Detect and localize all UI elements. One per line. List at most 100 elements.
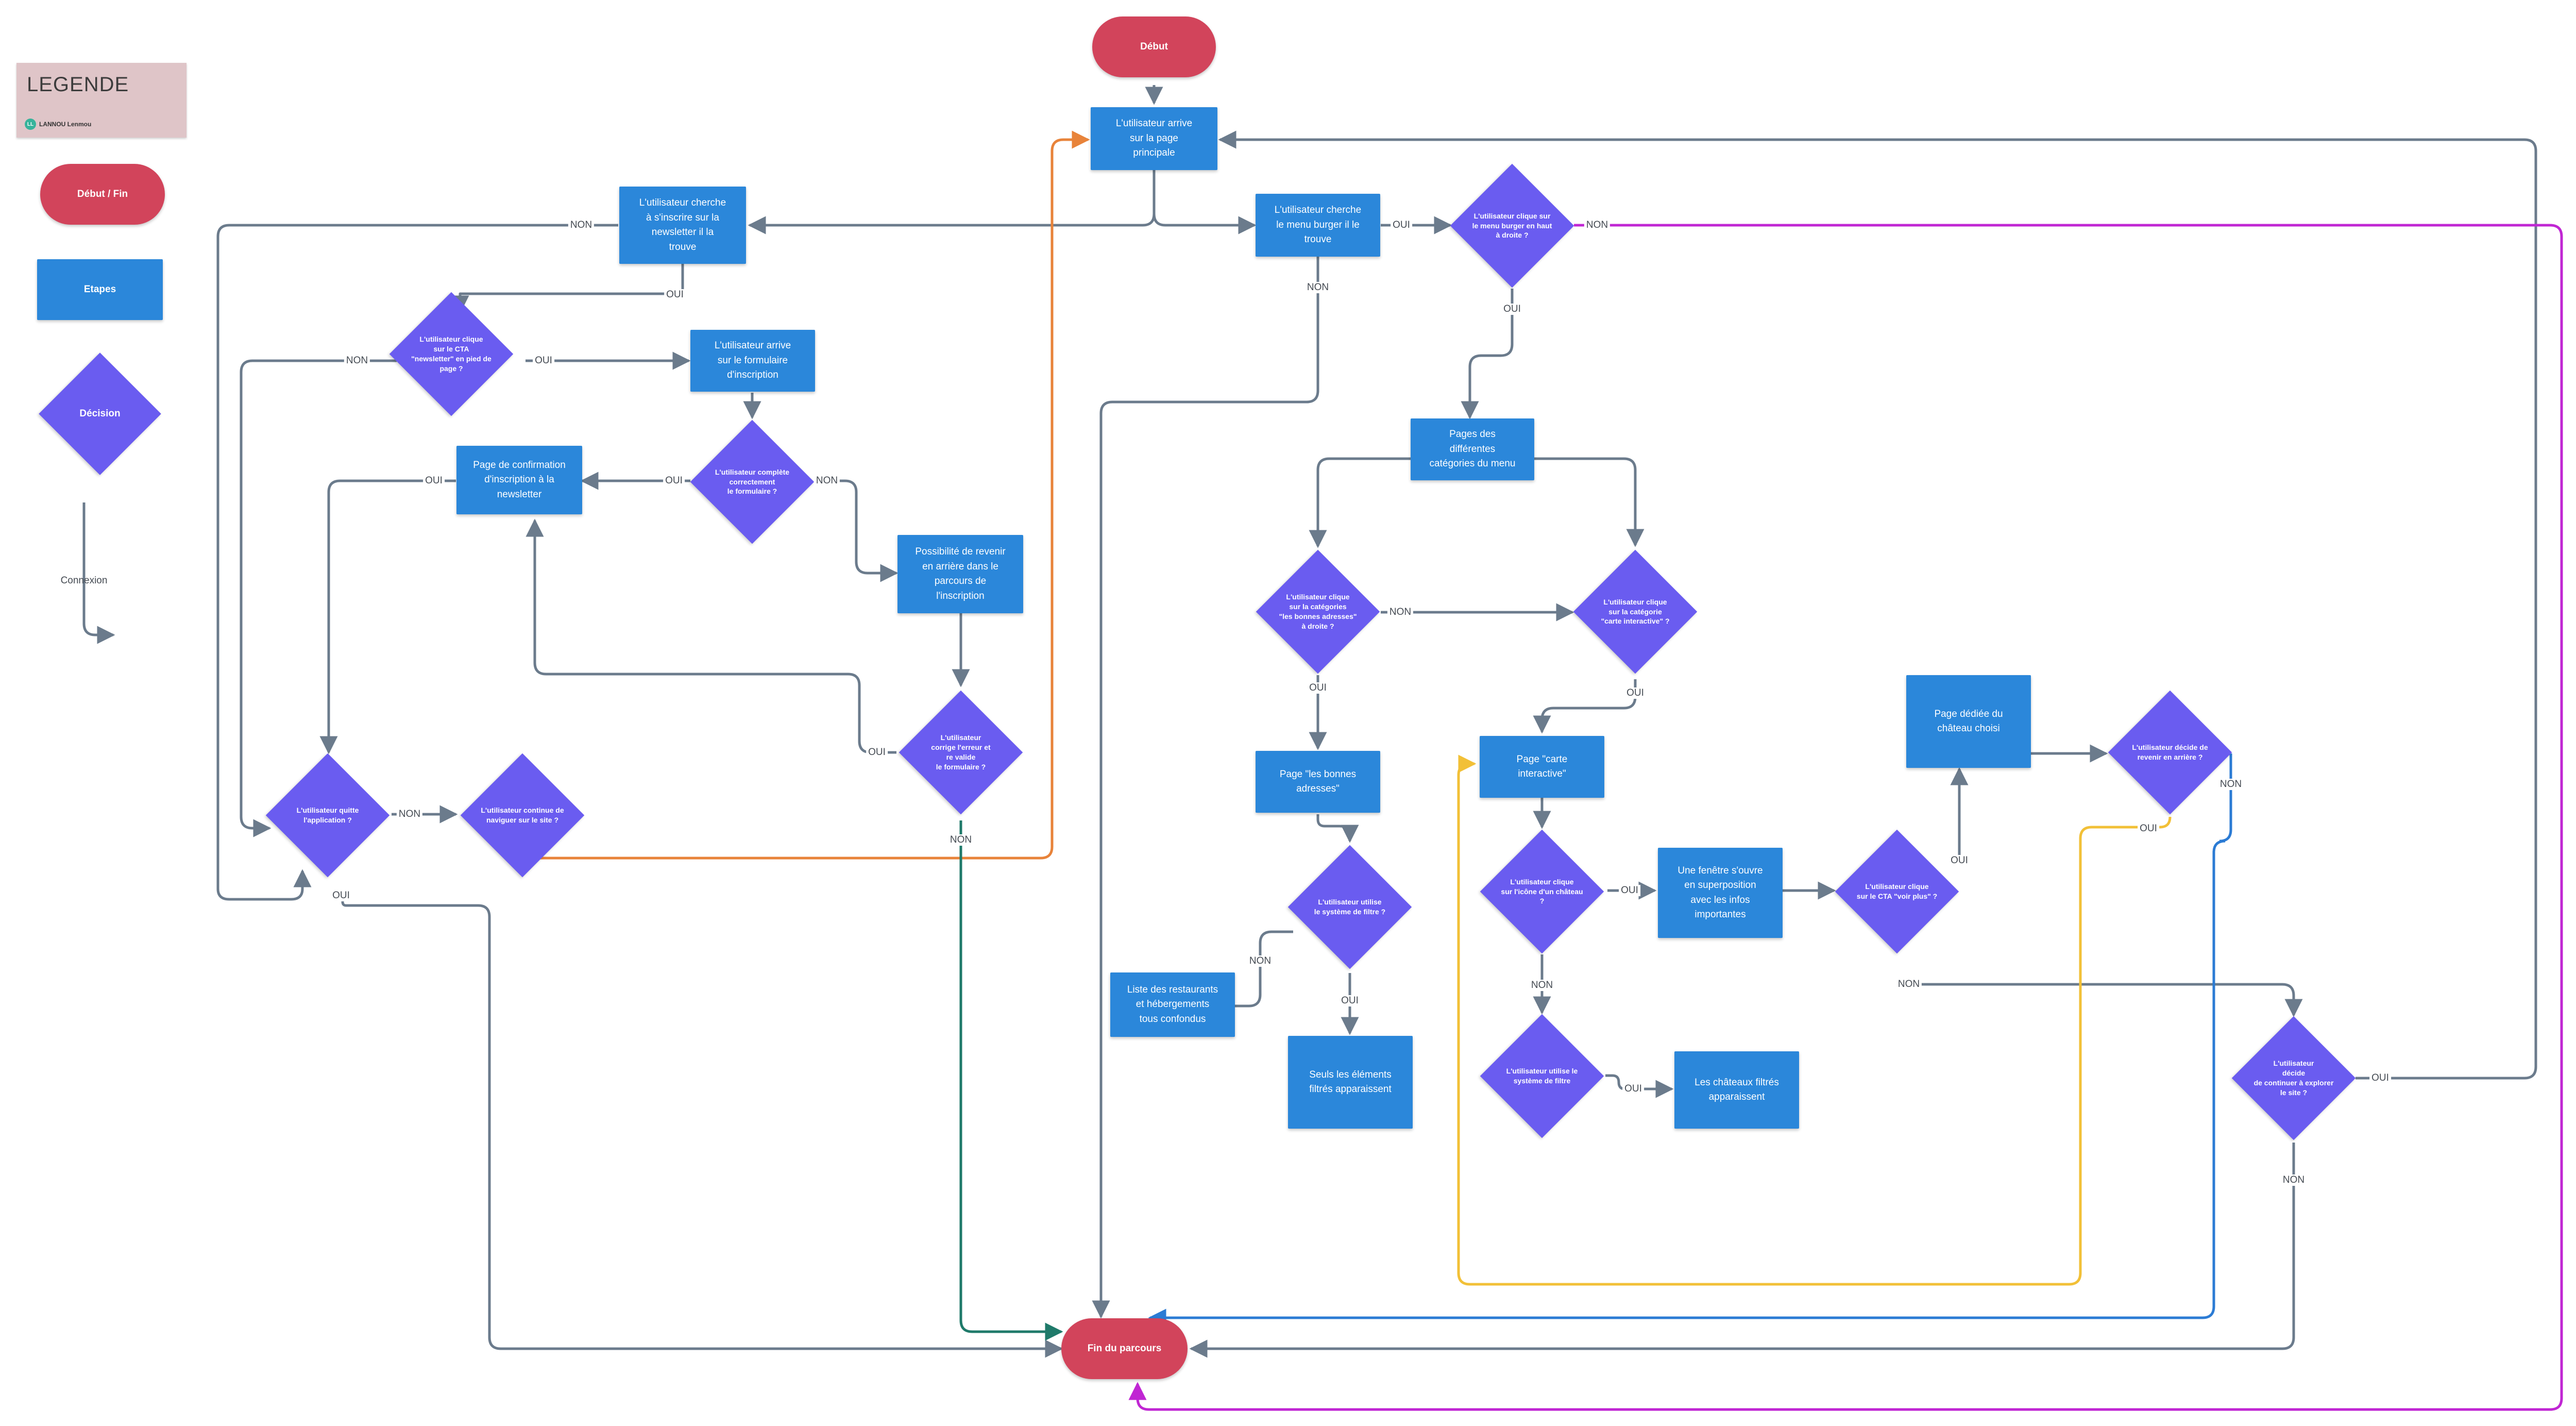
decision-continue-explore[interactable]: L'utilisateur décide de continuer à expl… [2231, 1016, 2356, 1140]
legend-connection-label: Connexion [60, 575, 108, 586]
step-burger-search[interactable]: L'utilisateur cherche le menu burger il … [1256, 194, 1380, 257]
label-goback-oui: OUI [2138, 823, 2159, 834]
decision-cta-newsletter[interactable]: L'utilisateur clique sur le CTA "newslet… [389, 292, 514, 416]
label-filtercarte-oui: OUI [1622, 1083, 1644, 1095]
author-name: LANNOU Lenmou [39, 121, 92, 128]
legend-title: LEGENDE [27, 73, 129, 96]
step-form-arrive[interactable]: L'utilisateur arrive sur le formulaire d… [690, 330, 815, 392]
step-page-bonnes[interactable]: Page "les bonnes adresses" [1256, 751, 1380, 813]
step-popup[interactable]: Une fenêtre s'ouvre en superposition ave… [1658, 848, 1783, 938]
decision-go-back-text: L'utilisateur décide de revenir en arriè… [2132, 743, 2208, 761]
decision-voir-plus-text: L'utilisateur clique sur le CTA "voir pl… [1856, 882, 1938, 900]
decision-go-back[interactable]: L'utilisateur décide de revenir en arriè… [2108, 690, 2232, 815]
label-newsletter-oui: OUI [664, 289, 686, 300]
end-node[interactable]: Fin du parcours [1061, 1318, 1188, 1379]
decision-filter-bonnes[interactable]: L'utilisateur utilise le système de filt… [1287, 845, 1412, 969]
edge-continue-home-orange [540, 130, 1090, 860]
label-bonnes-non: NON [1387, 607, 1414, 618]
start-node[interactable]: Début [1092, 16, 1216, 77]
label-filter-oui: OUI [1339, 995, 1361, 1006]
label-voirplus-non: NON [1895, 979, 1922, 990]
decision-form-complete[interactable]: L'utilisateur complète correctement le f… [690, 420, 815, 544]
edge-burger-non [1092, 257, 1319, 1319]
edge-cta-no [240, 359, 397, 837]
label-burger-oui: OUI [1391, 220, 1412, 231]
label-explore-non: NON [2280, 1175, 2307, 1186]
edge-quit-fin [341, 897, 1063, 1358]
label-cta-non: NON [344, 355, 370, 366]
decision-castle-icon[interactable]: L'utilisateur clique sur l'icône d'un ch… [1480, 829, 1604, 954]
decision-voir-plus[interactable]: L'utilisateur clique sur le CTA "voir pl… [1835, 829, 1959, 954]
edge-newsletter-no [216, 224, 618, 901]
decision-quit-app-text: L'utilisateur quitte l'application ? [296, 806, 359, 824]
edge-pagebonnes-filter [1316, 814, 1359, 843]
label-voirplus-oui: OUI [1948, 855, 1970, 866]
edge-goback-fin-blue [1148, 753, 2232, 1327]
label-quit-oui: OUI [330, 890, 352, 901]
decision-fix-error-text: L'utilisateur corrige l'erreur et re val… [931, 733, 991, 771]
step-filtered-only[interactable]: Seuls les éléments filtrés apparaissent [1288, 1036, 1413, 1129]
decision-cat-carte-text: L'utilisateur clique sur la catégorie "c… [1601, 597, 1670, 626]
edge-cat-bonnes [1309, 457, 1411, 548]
step-newsletter-search[interactable]: L'utilisateur cherche à s'inscrire sur l… [619, 187, 746, 264]
edge-voirplus-explore [1896, 983, 2303, 1017]
edge-burgerclick-categories [1461, 289, 1514, 420]
step-home[interactable]: L'utilisateur arrive sur la page princip… [1091, 107, 1217, 170]
edge-confirm-quit [319, 479, 456, 754]
step-categories[interactable]: Pages des différentes catégories du menu [1411, 418, 1534, 480]
edge-home-burger [1153, 213, 1257, 234]
decision-cat-bonnes-text: L'utilisateur clique sur la catégories "… [1279, 593, 1357, 630]
decision-cat-bonnes[interactable]: L'utilisateur clique sur la catégories "… [1256, 549, 1380, 674]
decision-filter-carte[interactable]: L'utilisateur utilise le système de filt… [1480, 1014, 1604, 1138]
decision-continue-nav[interactable]: L'utilisateur continue de naviguer sur l… [460, 753, 585, 878]
decision-burger-click[interactable]: L'utilisateur clique sur le menu burger … [1450, 163, 1574, 288]
step-castle-page[interactable]: Page dédiée du château choisi [1906, 675, 2031, 768]
label-filter-non: NON [1247, 955, 1274, 967]
label-cta-oui: OUI [533, 355, 554, 366]
step-list-all[interactable]: Liste des restaurants et hébergements to… [1110, 972, 1235, 1037]
edge-complete-goback [814, 479, 899, 582]
label-carte-oui: OUI [1624, 687, 1646, 699]
decision-quit-app[interactable]: L'utilisateur quitte l'application ? [265, 753, 390, 878]
label-newsletter-non: NON [568, 220, 595, 231]
legend-connector [82, 502, 115, 644]
label-explore-oui: OUI [2369, 1072, 2391, 1084]
label-burgerclick-non: NON [1584, 220, 1611, 231]
decision-continue-explore-text: L'utilisateur décide de continuer à expl… [2253, 1059, 2334, 1097]
label-icon-oui: OUI [1619, 885, 1640, 896]
label-confirm-oui: OUI [423, 475, 445, 486]
decision-cta-newsletter-text: L'utilisateur clique sur le CTA "newslet… [411, 335, 492, 373]
step-confirm-page[interactable]: Page de confirmation d'inscription à la … [456, 446, 582, 514]
edge-explore-home [1218, 130, 2537, 1080]
author-avatar: LL [25, 119, 36, 130]
step-castles-filtered[interactable]: Les châteaux filtrés apparaissent [1674, 1051, 1799, 1129]
edge-filter-list [1191, 930, 1293, 1015]
edge-burger-fin-magenta [1128, 224, 2563, 1411]
step-page-carte[interactable]: Page "carte interactive" [1480, 736, 1604, 798]
legend-decision: Décision [38, 352, 162, 476]
label-goback-non: NON [2217, 779, 2244, 790]
decision-cat-carte[interactable]: L'utilisateur clique sur la catégorie "c… [1573, 549, 1698, 674]
step-go-back[interactable]: Possibilité de revenir en arrière dans l… [897, 535, 1023, 613]
label-burger-non: NON [1304, 282, 1331, 293]
label-quit-non: NON [396, 809, 423, 820]
label-icon-non: NON [1529, 980, 1555, 991]
decision-fix-error[interactable]: L'utilisateur corrige l'erreur et re val… [899, 690, 1023, 815]
label-bonnes-oui: OUI [1307, 682, 1329, 694]
legend-terminal: Début / Fin [40, 164, 165, 225]
decision-form-complete-text: L'utilisateur complète correctement le f… [715, 467, 790, 496]
label-burgerclick-oui: OUI [1501, 304, 1523, 315]
decision-castle-icon-text: L'utilisateur clique sur l'icône d'un ch… [1501, 877, 1583, 905]
label-complete-oui: OUI [663, 475, 685, 486]
legend-decision-label: Décision [79, 408, 121, 420]
label-complete-non: NON [814, 475, 840, 486]
edge-carte-page [1533, 679, 1637, 734]
legend-title-card: LEGENDE LL LANNOU Lenmou [16, 63, 187, 138]
decision-burger-click-text: L'utilisateur clique sur le menu burger … [1472, 211, 1552, 240]
label-fix-non: NON [947, 834, 974, 846]
decision-filter-carte-text: L'utilisateur utilise le système de filt… [1506, 1067, 1578, 1085]
edge-goback-carte-yellow [1457, 754, 2172, 1286]
decision-continue-nav-text: L'utilisateur continue de naviguer sur l… [481, 806, 564, 824]
legend-step: Etapes [37, 259, 163, 320]
